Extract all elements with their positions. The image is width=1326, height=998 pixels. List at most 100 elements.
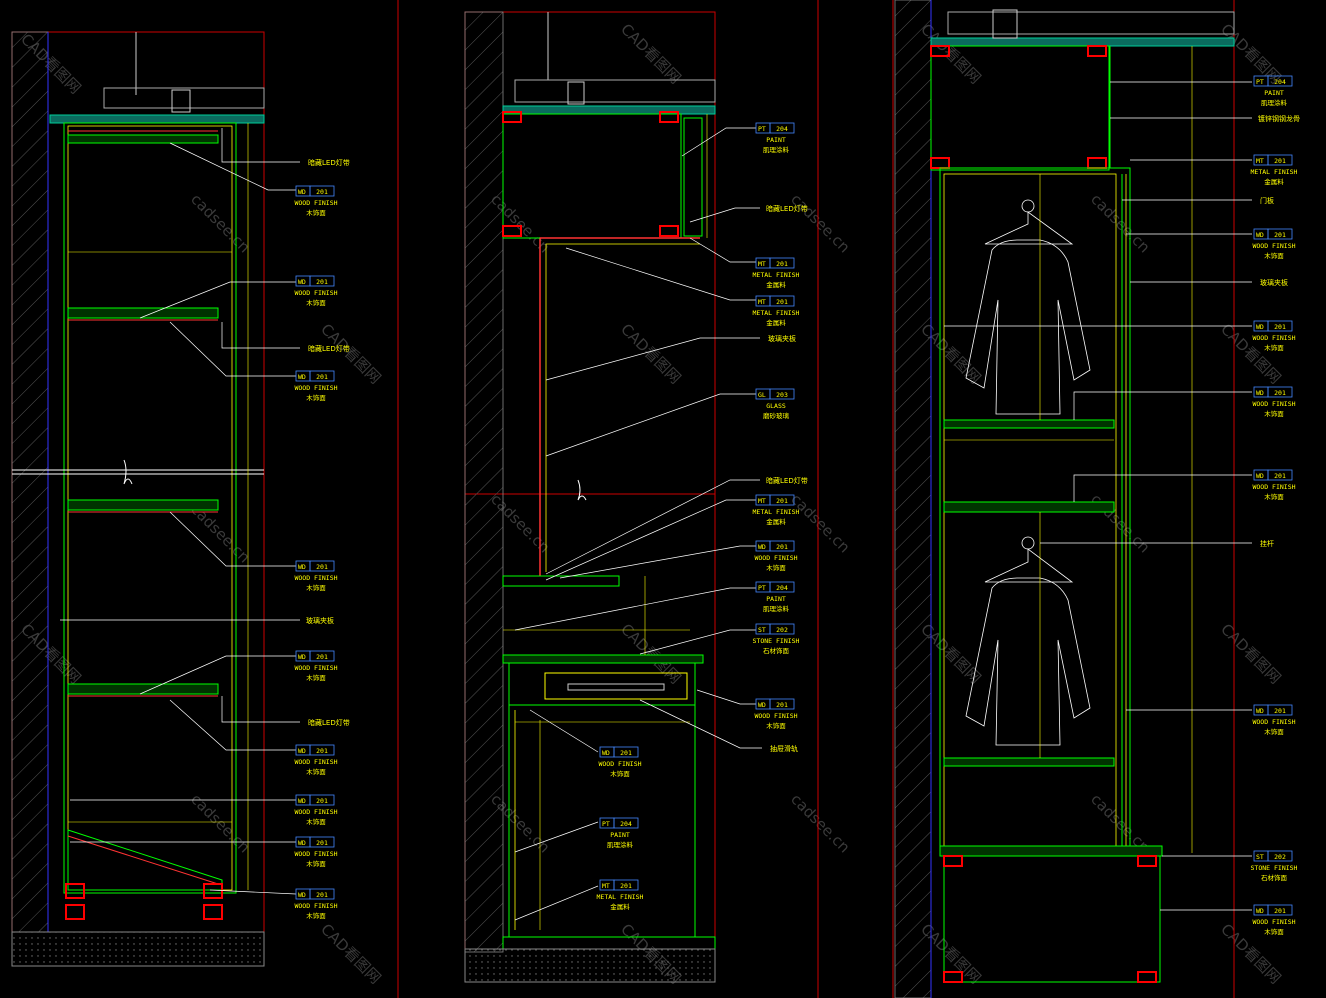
- tag-material-cn: 磨砂玻璃: [763, 411, 790, 420]
- tag-code: WD: [298, 891, 306, 899]
- tag-code: WD: [298, 188, 306, 196]
- tag-code: WD: [758, 543, 766, 551]
- tag-material-cn: 木饰面: [306, 673, 326, 682]
- tag-code: ST: [758, 626, 766, 634]
- tag-material-en: WOOD FINISH: [1252, 718, 1295, 726]
- tag-number: 201: [316, 373, 328, 381]
- tag-code: GL: [758, 391, 766, 399]
- tag-material-en: METAL FINISH: [597, 893, 644, 901]
- tag-code: WD: [298, 839, 306, 847]
- tag-material-cn: 肌理涂料: [1261, 98, 1288, 107]
- note-led-5: 暗藏LED灯带: [766, 476, 808, 485]
- tag-material-cn: 木饰面: [610, 769, 630, 778]
- sheet-dividers: [397, 0, 894, 998]
- tag-material-en: WOOD FINISH: [754, 712, 797, 720]
- garment-icon: [965, 199, 1091, 415]
- tag-material-cn: 木饰面: [306, 767, 326, 776]
- tag-material-en: METAL FINISH: [753, 271, 800, 279]
- tag-code: WD: [758, 701, 766, 709]
- tag-material-en: WOOD FINISH: [294, 664, 337, 672]
- section-3-elevation: [894, 0, 1235, 998]
- note-led-1: 暗藏LED灯带: [308, 158, 350, 167]
- tag-code: MT: [758, 298, 766, 306]
- tag-material-en: WOOD FINISH: [1252, 918, 1295, 926]
- tag-material-en: WOOD FINISH: [1252, 334, 1295, 342]
- tag-material-en: METAL FINISH: [753, 508, 800, 516]
- tag-number: 201: [1274, 231, 1286, 239]
- tag-number: 201: [316, 278, 328, 286]
- tag-material-en: WOOD FINISH: [294, 289, 337, 297]
- tag-code: WD: [298, 278, 306, 286]
- tag-material-cn: 木饰面: [306, 859, 326, 868]
- tag-code: WD: [1256, 323, 1264, 331]
- tag-code: MT: [758, 260, 766, 268]
- tag-material-en: PAINT: [766, 136, 786, 144]
- tag-material-en: WOOD FINISH: [598, 760, 641, 768]
- tag-material-cn: 木饰面: [1264, 727, 1284, 736]
- tag-material-cn: 木饰面: [766, 721, 786, 730]
- tag-material-cn: 木饰面: [1264, 251, 1284, 260]
- tag-material-cn: 肌理涂料: [763, 604, 790, 613]
- tag-code: WD: [1256, 707, 1264, 715]
- tag-number: 201: [776, 260, 788, 268]
- tag-material-cn: 木饰面: [306, 208, 326, 217]
- note-hanger-rod: 挂杆: [1260, 539, 1274, 548]
- tag-number: 201: [316, 188, 328, 196]
- tag-number: 201: [316, 563, 328, 571]
- watermark-en: cadsee.cn: [1087, 490, 1153, 556]
- tag-number: 201: [316, 653, 328, 661]
- tag-material-cn: 木饰面: [306, 911, 326, 920]
- tag-code: MT: [602, 882, 610, 890]
- tag-number: 201: [1274, 907, 1286, 915]
- tag-material-cn: 木饰面: [1264, 409, 1284, 418]
- tag-material-cn: 肌理涂料: [763, 145, 790, 154]
- tag-code: PT: [1256, 78, 1264, 86]
- note-steel-tube: 镀锌钢钢龙骨: [1258, 114, 1300, 123]
- tag-material-cn: 木饰面: [1264, 492, 1284, 501]
- tag-code: WD: [602, 749, 610, 757]
- tag-code: MT: [1256, 157, 1264, 165]
- watermark-en: cadsee.cn: [787, 790, 853, 856]
- tag-material-cn: 木饰面: [766, 563, 786, 572]
- watermark-en: cadsee.cn: [787, 190, 853, 256]
- section-2-annotations: 暗藏LED灯带 玻璃夹板 暗藏LED灯带 抽屉滑轨: [514, 127, 808, 921]
- tag-material-cn: 木饰面: [306, 393, 326, 402]
- tag-material-cn: 金属料: [610, 902, 630, 911]
- tag-material-cn: 木饰面: [306, 583, 326, 592]
- watermark-cn: CAD看图网: [317, 920, 384, 987]
- section-1-annotations: 暗藏LED灯带 暗藏LED灯带 玻璃夹板 暗藏LED灯带: [60, 128, 350, 895]
- tag-material-cn: 木饰面: [1264, 343, 1284, 352]
- tag-material-cn: 金属料: [766, 318, 786, 327]
- tag-number: 204: [776, 125, 788, 133]
- tag-code: MT: [758, 497, 766, 505]
- tag-number: 201: [316, 797, 328, 805]
- tag-material-en: WOOD FINISH: [1252, 483, 1295, 491]
- note-glass-clip: 玻璃夹板: [306, 616, 334, 625]
- tag-number: 201: [1274, 707, 1286, 715]
- note-led-3: 暗藏LED灯带: [308, 718, 350, 727]
- tag-material-en: PAINT: [1264, 89, 1284, 97]
- tag-code: PT: [602, 820, 610, 828]
- tag-code: PT: [758, 125, 766, 133]
